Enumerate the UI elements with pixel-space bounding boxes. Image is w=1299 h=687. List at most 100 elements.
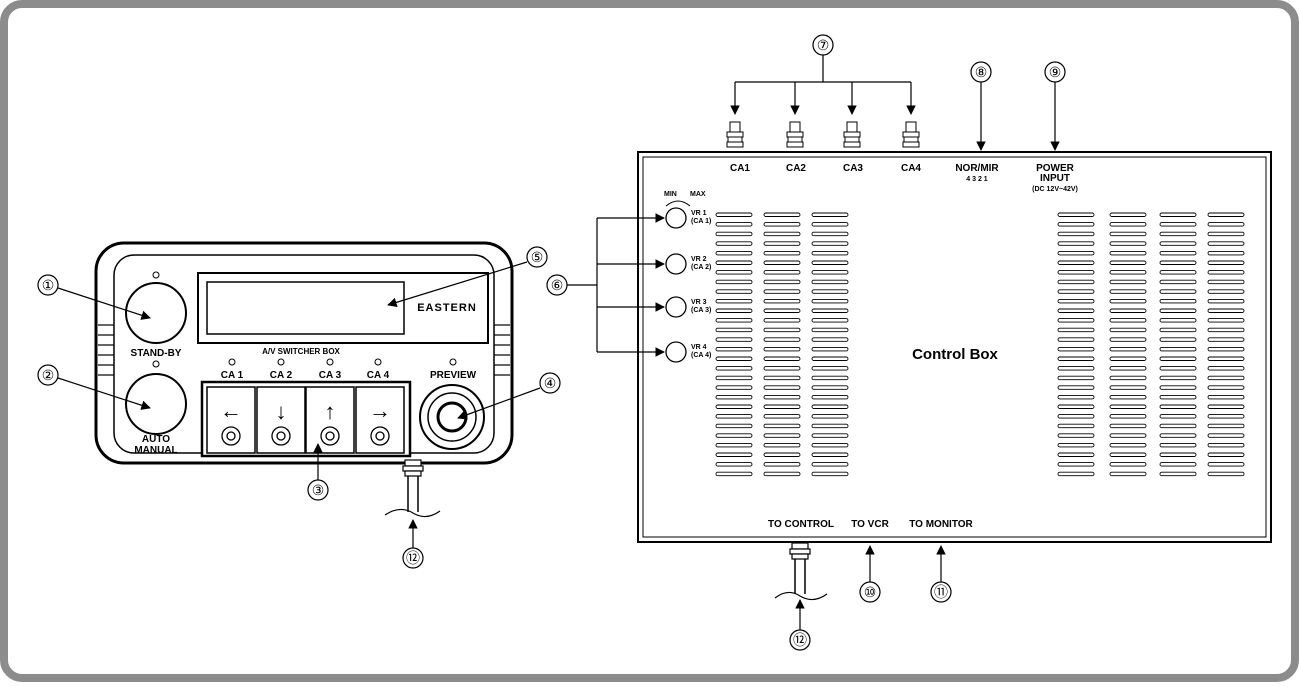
channel-button-down[interactable]: ↓	[256, 386, 306, 454]
vent-slot	[1057, 385, 1095, 390]
vent-slot	[763, 471, 801, 477]
svg-text:⑫: ⑫	[406, 550, 420, 566]
vent-slot	[1207, 279, 1245, 285]
vent-slot	[1057, 270, 1095, 275]
svg-text:①: ①	[42, 277, 55, 293]
vent-slot	[715, 366, 753, 371]
vent-slot	[1207, 337, 1245, 342]
bnc-connector-part	[843, 131, 861, 138]
callout-2: ②	[37, 364, 151, 410]
vent-slot	[715, 423, 753, 429]
channel-button-right[interactable]: →	[355, 386, 405, 454]
vent-slot	[1207, 423, 1245, 429]
vr2-knob[interactable]	[665, 253, 687, 275]
callout-9: ⑨	[1044, 61, 1066, 151]
control-box-inner	[642, 156, 1267, 538]
callout-10: ⑩	[859, 545, 881, 603]
vent-slot	[1057, 423, 1095, 429]
bnc-connector-part	[843, 141, 861, 148]
vent-slot	[1109, 270, 1147, 275]
vent-slot	[1109, 250, 1147, 256]
vent-slot	[715, 356, 753, 361]
vent-slot	[763, 452, 801, 457]
vent-slot	[1057, 442, 1095, 448]
vent-slot	[763, 442, 801, 448]
callout-5: ⑤	[387, 246, 548, 308]
ca3-led	[326, 358, 334, 366]
vent-slot	[1109, 298, 1147, 304]
vent-slot	[715, 442, 753, 448]
vent-slot	[763, 270, 801, 275]
svg-text:⑪: ⑪	[934, 584, 948, 600]
vent-slot	[811, 433, 849, 438]
ca1-label: CA 1	[221, 370, 244, 381]
ca2-led	[277, 358, 285, 366]
vent-slot	[1159, 222, 1197, 227]
vent-grille-right	[1057, 212, 1245, 477]
vent-slot	[715, 231, 753, 237]
vr4-label: VR 4	[691, 344, 707, 351]
vr3-label: VR 3	[691, 299, 707, 306]
callout-8: ⑧	[970, 61, 992, 151]
vent-slot	[1057, 356, 1095, 361]
to-vcr-label: TO VCR	[851, 519, 889, 530]
vent-slot	[1057, 260, 1095, 265]
auto-manual-button[interactable]	[125, 373, 187, 435]
vent-slot	[1159, 250, 1197, 256]
vent-slot	[1109, 222, 1147, 227]
control-box-title: Control Box	[912, 346, 998, 363]
vent-slot	[763, 289, 801, 294]
vent-slot	[1057, 433, 1095, 438]
channel-button-left[interactable]: ←	[206, 386, 256, 454]
vr1-label: VR 1	[691, 210, 707, 217]
vent-slot	[811, 385, 849, 390]
vr1-knob[interactable]	[665, 207, 687, 229]
to-control-label: TO CONTROL	[768, 519, 834, 530]
vent-slot	[1159, 337, 1197, 342]
vent-slot	[811, 375, 849, 381]
vent-slot	[715, 260, 753, 265]
callout-12-remote: ⑫	[402, 519, 424, 569]
vent-slot	[715, 298, 753, 304]
port-ca1-label: CA1	[730, 163, 750, 174]
vent-slot	[1207, 394, 1245, 400]
vent-slot	[715, 327, 753, 333]
vent-slot	[1057, 462, 1095, 467]
svg-text:⑩: ⑩	[864, 584, 877, 600]
preview-led	[449, 358, 457, 366]
brand-logo: EASTERN	[417, 302, 477, 314]
vr2-channel: (CA 2)	[691, 264, 711, 271]
vent-slot	[763, 366, 801, 371]
vent-slot	[811, 212, 849, 217]
bnc-connector-part	[727, 136, 743, 143]
vent-slot	[1057, 327, 1095, 333]
vr4-knob[interactable]	[665, 341, 687, 363]
remote-panel: EASTERN STAND-BY AUTO MANUAL A/V SWITCHE…	[94, 241, 514, 518]
vent-slot	[1109, 327, 1147, 333]
vent-slot	[763, 279, 801, 285]
vr3-knob[interactable]	[665, 296, 687, 318]
vent-slot	[763, 222, 801, 227]
vent-slot	[1159, 346, 1197, 352]
preview-button[interactable]	[419, 384, 485, 450]
power-voltage-label: (DC 12V~42V)	[1032, 186, 1078, 193]
vent-slot	[715, 222, 753, 227]
standby-button[interactable]	[125, 282, 187, 344]
vent-slot	[1159, 289, 1197, 294]
bnc-connector-part	[786, 141, 804, 148]
vent-slot	[811, 241, 849, 246]
vent-slot	[1207, 366, 1245, 371]
vent-slot	[1207, 212, 1245, 217]
vent-slot	[1109, 308, 1147, 313]
vent-slot	[1159, 404, 1197, 409]
vent-slot	[763, 423, 801, 429]
vent-slot	[1207, 452, 1245, 457]
ca4-led	[374, 358, 382, 366]
vent-slot	[1057, 231, 1095, 237]
vent-slot	[1109, 471, 1147, 477]
vent-slot	[1109, 231, 1147, 237]
channel-button-up[interactable]: ↑	[305, 386, 355, 454]
bnc-connector-part	[789, 121, 801, 133]
vent-slot	[1109, 414, 1147, 419]
